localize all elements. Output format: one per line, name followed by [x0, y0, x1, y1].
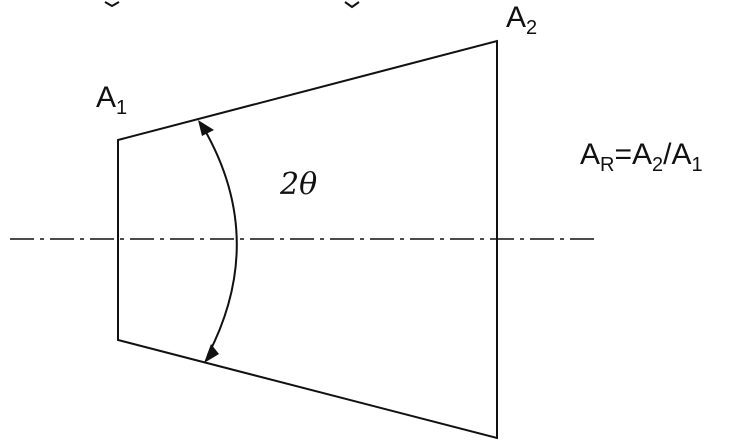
arc-arrowhead-top: [198, 120, 214, 136]
angle-arc: [202, 126, 238, 356]
outlet-area-label: A2: [506, 1, 538, 39]
clipped-top-text: [104, 1, 360, 9]
area-ratio-label: AR=A2/A1: [580, 138, 703, 176]
diffuser-outline: [117, 39, 498, 440]
angle-label: 2θ: [280, 167, 318, 202]
inlet-area-label: A1: [96, 81, 128, 119]
arc-arrowhead-bottom: [204, 344, 219, 363]
